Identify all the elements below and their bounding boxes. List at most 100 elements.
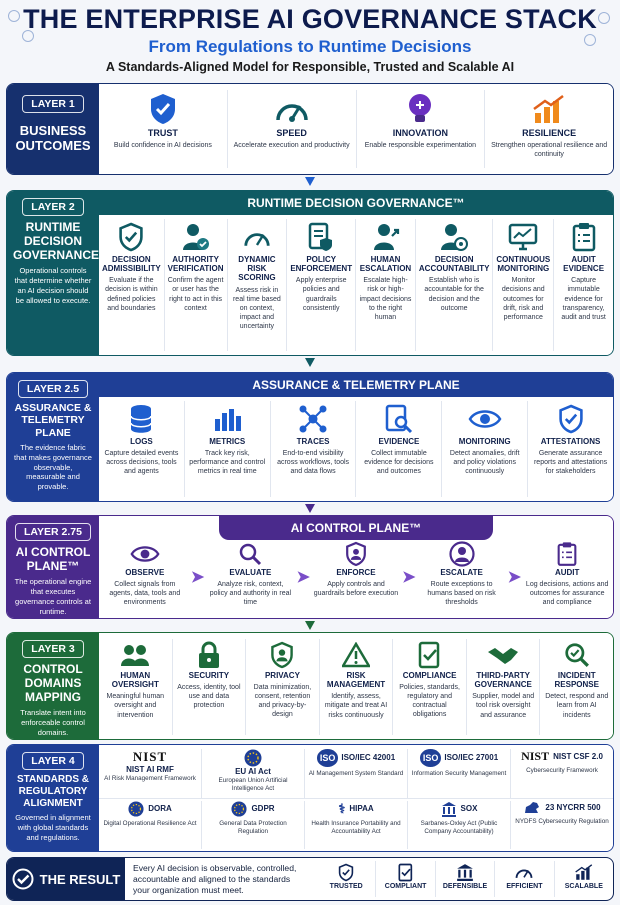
growth-chart-icon	[558, 861, 610, 883]
warning-icon	[323, 639, 390, 671]
control-title: DECISION ADMISSIBILITY	[102, 255, 161, 274]
telemetry-title: MONITORING	[458, 437, 511, 446]
eye-icon	[445, 401, 524, 437]
circuit-decoration-icon	[598, 12, 610, 24]
standard-title: NIST CSF 2.0	[553, 751, 603, 761]
iso-logo-icon: ISO	[316, 749, 339, 767]
eu-flag-icon	[231, 801, 247, 817]
outcome-desc: Build confidence in AI decisions	[113, 142, 212, 150]
down-arrow-icon	[305, 504, 315, 513]
layer-2-5-title: ASSURANCE & TELEMETRY PLANE	[14, 402, 92, 439]
layer-2-badge: LAYER 2	[22, 198, 84, 216]
layer-2-5-side: LAYER 2.5 ASSURANCE & TELEMETRY PLANE Th…	[7, 373, 99, 501]
layer-4-panel: LAYER 4 STANDARDS & REGULATORY ALIGNMENT…	[6, 744, 614, 852]
result-label: DEFENSIBLE	[442, 883, 488, 890]
iso-logo-icon: ISO	[419, 749, 442, 767]
domain-desc: Policies, standards, regulatory and cont…	[399, 684, 460, 719]
lightbulb-icon	[360, 90, 482, 128]
layer-1-side: LAYER 1 BUSINESS OUTCOMES	[7, 84, 99, 174]
control-plane-title: ENFORCE	[336, 568, 376, 577]
layer-4-title: STANDARDS & REGULATORY ALIGNMENT	[16, 774, 90, 809]
layer-3-title: CONTROL DOMAINS MAPPING	[23, 662, 83, 705]
standard-desc: European Union Artificial Intelligence A…	[218, 777, 288, 793]
standard-title: SOX	[460, 804, 478, 814]
nist-logo-icon: NIST	[521, 749, 550, 763]
control-plane-title: ESCALATE	[440, 568, 483, 577]
compliance-doc-icon	[396, 639, 463, 671]
caduceus-icon: ⚕	[338, 801, 346, 816]
result-label: TRUSTED	[329, 883, 363, 890]
gauge-icon	[498, 861, 550, 883]
control-plane-desc: Log decisions, actions and outcomes for …	[525, 581, 609, 607]
target-check-icon	[12, 868, 34, 890]
layer-2-75-desc: The operational engine that executes gov…	[14, 577, 92, 616]
domain-desc: Detect, respond and learn from AI incide…	[545, 693, 609, 719]
control-desc: Confirm the agent or user has the right …	[167, 277, 224, 312]
growth-chart-icon	[488, 90, 610, 128]
outcome-trust: TRUST Build confidence in AI decisions	[99, 90, 228, 168]
flow-arrow-icon: ➤	[402, 569, 416, 586]
circuit-decoration-icon	[584, 34, 596, 46]
outcome-desc: Enable responsible experimentation	[364, 142, 477, 150]
layer-1-panel: LAYER 1 BUSINESS OUTCOMES TRUST Build co…	[6, 83, 614, 175]
result-label: EFFICIENT	[506, 883, 543, 890]
domain-desc: Supplier, model and tool risk oversight …	[472, 693, 535, 719]
layer-4-badge: LAYER 4	[22, 752, 84, 770]
building-icon	[441, 802, 456, 817]
outcome-desc: Accelerate execution and productivity	[233, 142, 350, 150]
new-york-state-icon	[525, 802, 540, 813]
outcome-innovation: INNOVATION Enable responsible experiment…	[357, 90, 486, 168]
telemetry-desc: Capture detailed events across decisions…	[104, 450, 179, 476]
circuit-decoration-icon	[22, 30, 34, 42]
people-icon	[102, 639, 169, 671]
clipboard-icon	[557, 219, 610, 255]
eye-icon	[102, 540, 188, 568]
outcome-desc: Strengthen operational resilience and co…	[491, 142, 608, 159]
layer-2-title: RUNTIME DECISION GOVERNANCE™	[13, 220, 112, 263]
handshake-icon	[470, 639, 537, 671]
down-arrow-icon	[305, 358, 315, 367]
standard-title: HIPAA	[349, 804, 374, 814]
layer-3-desc: Translate intent into enforceable contro…	[20, 708, 86, 737]
control-desc: Escalate high-risk or high-impact decisi…	[359, 277, 412, 321]
standard-desc: Digital Operational Resilience Act	[103, 820, 197, 827]
control-plane-desc: Analyze risk, context, policy and author…	[209, 581, 292, 607]
control-plane-desc: Collect signals from agents, data, tools…	[109, 581, 181, 607]
control-desc: Capture immutable evidence for transpare…	[561, 277, 606, 321]
layer-2-5-bar: ASSURANCE & TELEMETRY PLANE	[99, 373, 613, 397]
shield-check-icon	[102, 90, 224, 128]
control-plane-desc: Apply controls and guardrails before exe…	[313, 581, 399, 598]
layer-4-desc: Governed in alignment with global standa…	[15, 813, 91, 842]
layer-4-side: LAYER 4 STANDARDS & REGULATORY ALIGNMENT…	[7, 745, 99, 851]
layer-2-side: LAYER 2 RUNTIME DECISION GOVERNANCE™ Ope…	[7, 191, 112, 355]
telemetry-title: EVIDENCE	[378, 437, 420, 446]
flow-arrow-icon: ➤	[507, 569, 522, 586]
outcome-title: SPEED	[276, 128, 307, 138]
control-title: DYNAMIC RISK SCORING	[238, 255, 276, 283]
layer-1-content: TRUST Build confidence in AI decisions S…	[99, 84, 613, 174]
layer-2-75-panel: LAYER 2.75 AI CONTROL PLANE™ The operati…	[6, 515, 614, 619]
down-arrow-icon	[305, 621, 315, 630]
layer-3-side: LAYER 3 CONTROL DOMAINS MAPPING Translat…	[7, 633, 99, 739]
standard-title: NIST AI RMF	[126, 765, 174, 774]
domain-desc: Data minimization, consent, retention an…	[253, 684, 312, 719]
control-desc: Apply enterprise policies and guardrails…	[295, 277, 347, 312]
standard-desc: Sarbanes-Oxley Act (Public Company Accou…	[420, 820, 498, 836]
layer-1-badge: LAYER 1	[22, 95, 84, 113]
